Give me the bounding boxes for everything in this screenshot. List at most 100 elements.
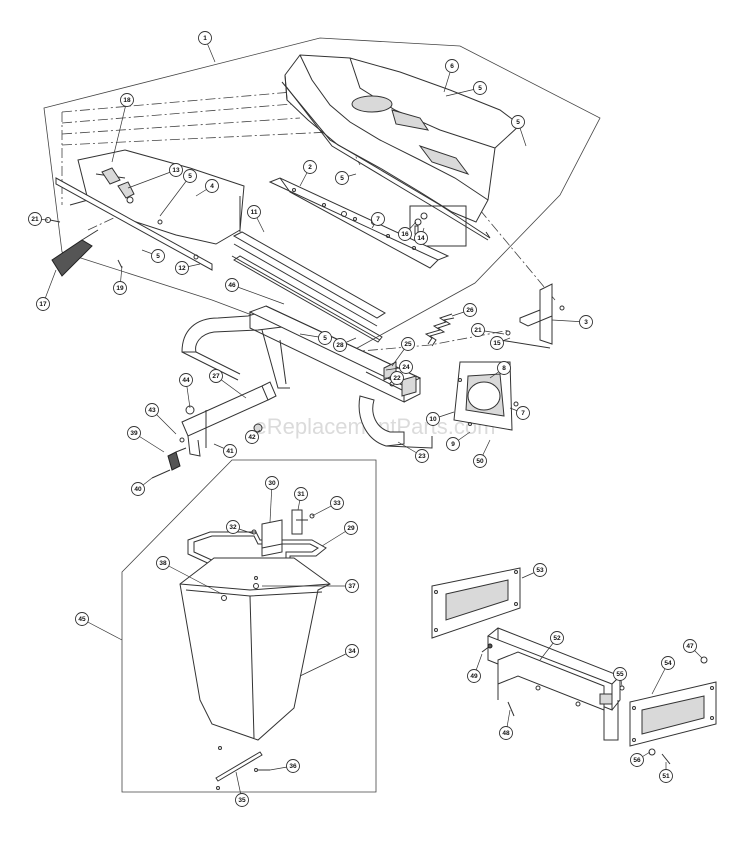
callout-number: 7 <box>376 216 380 223</box>
callout-number: 19 <box>116 285 124 292</box>
callout-circle <box>445 59 459 73</box>
callout-circle <box>446 437 460 451</box>
callout-number: 7 <box>521 410 525 417</box>
callout-number: 37 <box>348 583 356 590</box>
callout-number: 5 <box>156 253 160 260</box>
callout-circle <box>533 563 547 577</box>
callout-number: 46 <box>228 282 236 289</box>
callout-number: 41 <box>226 448 234 455</box>
callout-number: 17 <box>39 301 47 308</box>
spring <box>424 313 455 347</box>
callout-circle <box>490 336 504 350</box>
callout-2: 2 <box>303 160 317 174</box>
callout-4: 4 <box>205 179 219 193</box>
callout-16: 16 <box>398 227 412 241</box>
callout-42: 42 <box>245 430 259 444</box>
callout-number: 5 <box>516 119 520 126</box>
callout-number: 10 <box>429 416 437 423</box>
callout-number: 51 <box>662 773 670 780</box>
callout-number: 55 <box>616 671 624 678</box>
callout-circle <box>467 669 481 683</box>
callout-17: 17 <box>36 297 50 311</box>
chute-adapter-plate <box>453 361 519 431</box>
callout-18: 18 <box>120 93 134 107</box>
callout-50: 50 <box>473 454 487 468</box>
callout-circle <box>179 373 193 387</box>
callout-number: 43 <box>148 407 156 414</box>
hinge-bar <box>55 167 213 271</box>
callout-21: 21 <box>28 212 42 226</box>
callout-number: 54 <box>664 660 672 667</box>
callout-55: 55 <box>613 667 627 681</box>
callout-number: 34 <box>348 648 356 655</box>
callout-circle <box>550 631 564 645</box>
callout-23: 23 <box>415 449 429 463</box>
callout-number: 6 <box>450 63 454 70</box>
callout-circle <box>330 496 344 510</box>
callout-circle <box>344 521 358 535</box>
callout-number: 14 <box>417 235 425 242</box>
callout-leader-5 <box>159 175 191 217</box>
callout-56: 56 <box>630 753 644 767</box>
callout-circle <box>371 212 385 226</box>
callout-number: 8 <box>502 365 506 372</box>
callout-3: 3 <box>579 315 593 329</box>
callout-number: 16 <box>401 231 409 238</box>
callout-45: 45 <box>75 612 89 626</box>
callout-circle <box>226 520 240 534</box>
callout-number: 30 <box>268 480 276 487</box>
bag-bracket <box>251 509 315 557</box>
callout-circle <box>473 81 487 95</box>
callout-circle <box>223 444 237 458</box>
callout-40: 40 <box>131 482 145 496</box>
callout-47: 47 <box>683 639 697 653</box>
callout-10: 10 <box>426 412 440 426</box>
callout-number: 11 <box>251 209 258 216</box>
lid-hardware <box>409 205 467 247</box>
callout-9: 9 <box>446 437 460 451</box>
callout-circle <box>120 93 134 107</box>
callout-circle <box>265 476 279 490</box>
callout-number: 33 <box>333 500 341 507</box>
callout-52: 52 <box>550 631 564 645</box>
callout-51: 51 <box>659 769 673 783</box>
callout-number: 27 <box>212 373 220 380</box>
callout-number: 5 <box>478 85 482 92</box>
hitch-bar <box>487 627 621 741</box>
callout-49: 49 <box>467 669 481 683</box>
callout-circle <box>471 323 485 337</box>
callout-number: 4 <box>210 183 214 190</box>
callout-leader-46 <box>231 284 285 305</box>
callout-5: 5 <box>318 331 332 345</box>
callout-circle <box>209 369 223 383</box>
callout-13: 13 <box>169 163 183 177</box>
callout-35: 35 <box>235 793 249 807</box>
callout-circle <box>390 371 404 385</box>
callout-14: 14 <box>414 231 428 245</box>
callout-circle <box>113 281 127 295</box>
callout-circle <box>183 169 197 183</box>
callout-circle <box>156 556 170 570</box>
phantom-lines <box>61 91 556 353</box>
callout-37: 37 <box>345 579 359 593</box>
callout-number: 21 <box>31 216 39 223</box>
callout-circle <box>414 231 428 245</box>
callout-circle <box>235 793 249 807</box>
callout-leader-18 <box>111 99 128 163</box>
callout-21: 21 <box>471 323 485 337</box>
callout-number: 23 <box>418 453 426 460</box>
catcher-bag <box>179 557 331 741</box>
callout-circle <box>127 426 141 440</box>
callout-number: 47 <box>686 643 694 650</box>
callout-number: 26 <box>466 307 474 314</box>
callout-19: 19 <box>113 281 127 295</box>
callout-circle <box>661 656 675 670</box>
callout-circle <box>345 644 359 658</box>
callout-38: 38 <box>156 556 170 570</box>
callout-circle <box>499 726 513 740</box>
callout-43: 43 <box>145 403 159 417</box>
callout-circle <box>683 639 697 653</box>
callout-circle <box>399 360 413 374</box>
